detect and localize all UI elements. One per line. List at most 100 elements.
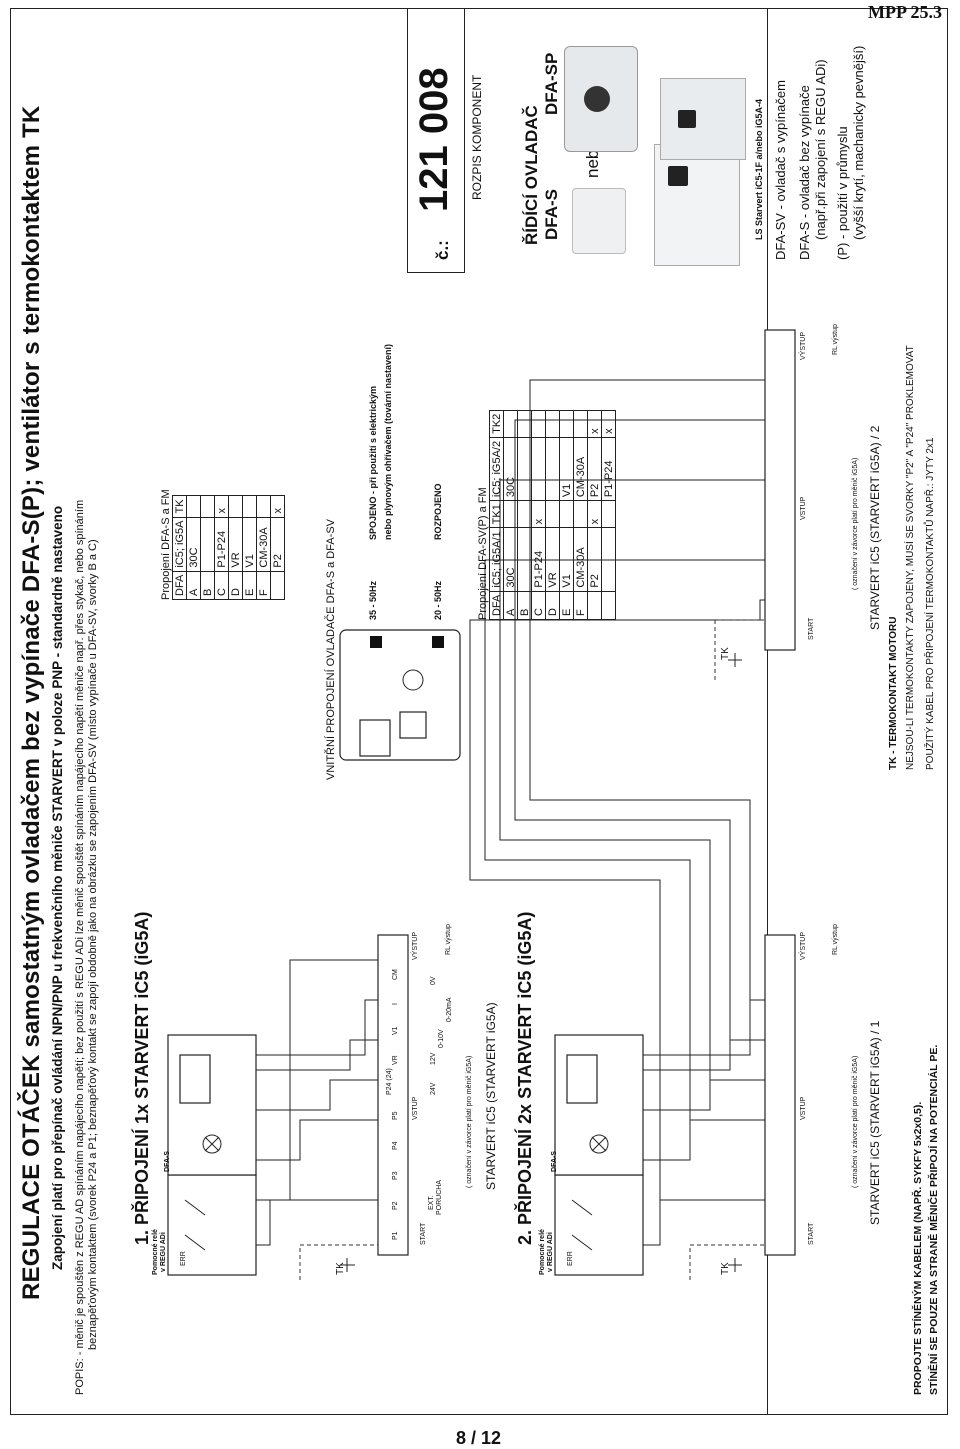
s1-lamp-icon [202,1134,222,1154]
s1-020ma: 0-20mA [446,997,453,1022]
s2-terminal-strip-2 [764,329,796,651]
s2-tk2-label: TK [720,647,731,660]
s2-start-2: START [808,617,815,640]
s1-0v: 0V [430,976,437,985]
table-cell: x [531,500,546,528]
table-cell: P1-P24 [214,517,229,572]
table-cell: D [228,571,243,600]
table-cell: VR [545,527,560,592]
s2-rl-1: RL výstup [832,924,839,955]
s2-tk-label: TK [720,1262,731,1275]
table-cell: TK1 [489,500,504,528]
table-cell: x [587,500,602,528]
table-cell [228,495,243,518]
table-cell: TK [172,495,187,518]
table-cell [256,495,271,518]
s2-vstup-1: VSTUP [800,1096,807,1120]
table-cell: D [545,591,560,620]
internal-rozpojeno: ROZPOJENO [433,483,443,540]
s2-lamp-icon [589,1134,609,1154]
s2-start-1: START [808,1222,815,1245]
table-cell: P1-P24 [531,527,546,592]
s1-term-p4: P4 [392,1141,399,1150]
internal-20hz: 20 - 50Hz [433,580,443,620]
note-shield-1: PROPOJTE STÍNĚNÝM KABELEM (NAPŘ. SYKFY 5… [912,1101,924,1395]
note-shield-2: STÍNĚNÍ SE POUZE NA STRANĚ MĚNIČE PŘIPOJ… [928,1044,940,1395]
note-tk-motor: TK - TERMOKONTAKT MOTORU [888,616,899,770]
table-row: DFA iC5; iG5A/1 TK1 iC5; iG5A/2 TK2 [489,410,504,620]
s1-term-p24: P24 (24) [386,1068,393,1095]
s1-12v: 12V [430,1052,437,1065]
jumper-spojeno-icon [370,636,382,648]
table-cell: DFA [172,571,187,600]
note-tk-warning: NEJSOU-LI TERMOKONTAKTY ZAPOJENY, MUSÍ S… [905,345,916,770]
table-2-title: Propojení DFA-SV(P) a FM [477,487,489,620]
s2-vstup-2: VSTUP [800,496,807,520]
table-cell [545,437,560,501]
s1-caption: STARVERT iC5 (STARVERT iG5A) [484,1002,498,1190]
s1-err-label: ERR [180,1251,187,1266]
table-row: B [517,410,532,620]
table-cell: F [256,571,271,600]
s1-relay-box [167,1174,257,1276]
table-cell: x [270,495,285,518]
internal-35hz: 35 - 50Hz [368,580,378,620]
s2-dfa-label: DFA-S [551,1151,558,1172]
table-cell: x [587,410,602,438]
s1-24v: 24V [430,1082,437,1095]
s1-010v: 0-10V [438,1029,445,1048]
dfa-s-photo [572,188,626,254]
s1-ext: EXT. [428,1195,435,1210]
s2-note-1: ( označení v závorce platí pro měnič iG5… [852,1055,859,1188]
table-cell [242,495,257,518]
s1-term-p1: P1 [392,1231,399,1240]
s1-dfa-label: DFA-S [164,1151,171,1172]
internal-trimmer-icon [399,711,427,739]
s1-term-p2: P2 [392,1201,399,1210]
s1-term-cm: CM [392,969,399,980]
s2-caption-2: STARVERT iC5 (STARVERT iG5A) / 2 [868,425,882,630]
table-cell [517,527,532,592]
table-cell: x [214,495,229,518]
s1-term-vr: VR [392,1055,399,1065]
s1-term-p3: P3 [392,1171,399,1180]
note-cable: POUŽITÝ KABEL PRO PŘIPOJENÍ TERMOKONTAKT… [925,437,936,770]
table-cell [601,527,616,592]
table-cell [559,410,574,438]
table-cell [270,571,285,600]
table-cell: iC5; iG5A/2 [489,437,504,501]
s1-term-v1: V1 [392,1026,399,1035]
mpp-label: MPP 25.3 [868,2,942,22]
table-cell: V1 [559,527,574,592]
table-cell: P2 [587,437,602,501]
internal-dfa-board [339,629,461,761]
table-1-title: Propojení DFA-S a FM [160,489,172,600]
table-cell [545,410,560,438]
table-cell [503,500,518,528]
table-cell: B [517,591,532,620]
table-cell: iC5; iG5A [172,517,187,572]
dfa-sp-knob-icon [584,86,610,112]
table-cell: P2 [270,517,285,572]
s2-rele-label: Pomocné relé [539,1229,546,1275]
table-cell: CM-30A [573,437,588,501]
s2-rl-2: RL výstup [832,324,839,355]
internal-connector [359,719,391,757]
jumper-rozpojeno-icon [432,636,444,648]
table-cell [517,500,532,528]
table-cell [545,500,560,528]
table-cell: V1 [242,517,257,572]
s1-terminal-strip [377,934,409,1256]
s2-vystup-1: VÝSTUP [800,931,807,960]
table-cell: B [200,571,215,600]
